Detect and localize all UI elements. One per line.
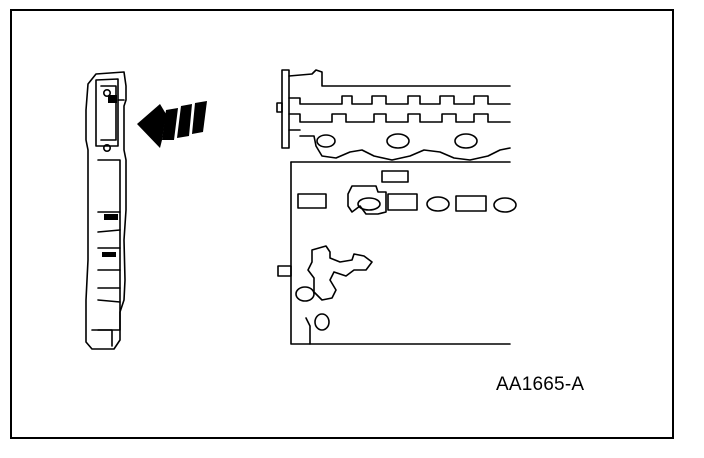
figure-id-label: AA1665-A [496, 374, 585, 395]
cylinder-head [276, 69, 517, 345]
direction-arrow-icon [137, 101, 207, 148]
left-component [85, 71, 127, 350]
